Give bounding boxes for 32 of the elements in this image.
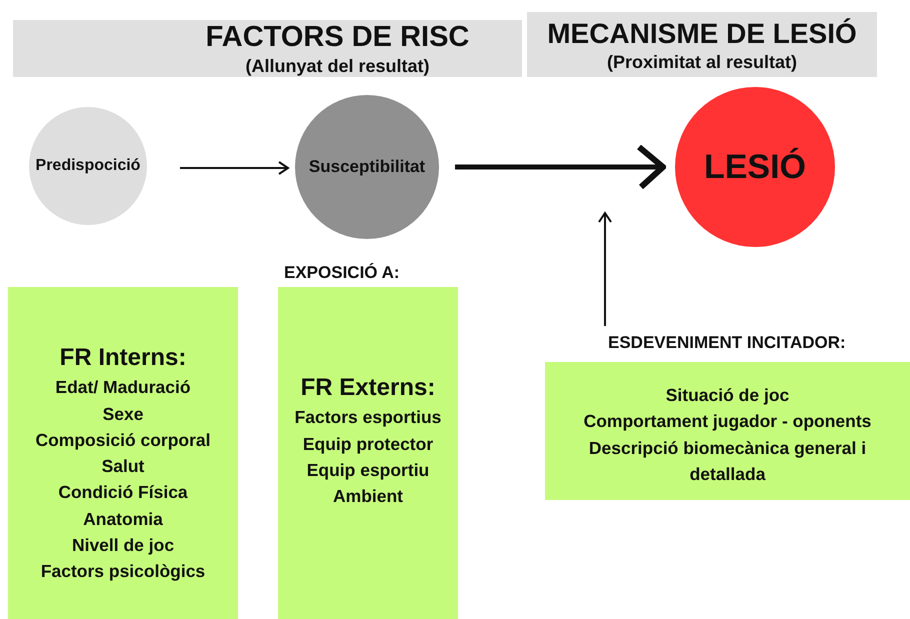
factor-item: Anatomia [83,508,163,531]
stage-label: LESIÓ [704,146,806,188]
factor-item: Factors esportius [294,406,442,430]
arrow [598,212,612,326]
stage-label: Susceptibilitat [308,156,426,178]
factor-item: Nivell de joc [72,534,174,557]
arrow [455,144,666,190]
factor-item: Edat/ Maduració [55,376,191,400]
card-heading: FR Externs: [300,373,436,403]
arrow [180,161,289,175]
factor-item: Condició Física [58,481,188,504]
factor-item: Composició corporal [35,428,211,452]
section-label: EXPOSICIÓ A: [284,263,400,283]
factor-item: Ambient [333,485,403,508]
section-label: ESDEVENIMENT INCITADOR: [608,333,846,353]
factor-card [8,287,238,619]
header-title: MECANISME DE LESIÓ [547,16,857,51]
header-subtitle: (Proximitat al resultat) [606,50,798,74]
header-band [527,12,877,77]
card-heading: FR Interns: [60,343,186,373]
factor-item: Equip esportiu [306,458,430,482]
factor-item: Salut [102,455,144,478]
factor-item: Equip protector [302,432,434,456]
factor-item: Descripció biomecànica general i detallada [588,436,868,486]
header-subtitle: (Allunyat del resultat) [244,55,430,78]
stage-label: Predispocició [36,156,140,176]
factor-item: Sexe [102,402,144,426]
header-band [13,20,522,77]
header-title: FACTORS DE RISC [204,20,470,56]
factor-item: Comportament jugador - oponents [584,410,872,434]
factor-item: Situació de joc [666,384,790,407]
factor-item: Factors psicològics [40,560,206,584]
